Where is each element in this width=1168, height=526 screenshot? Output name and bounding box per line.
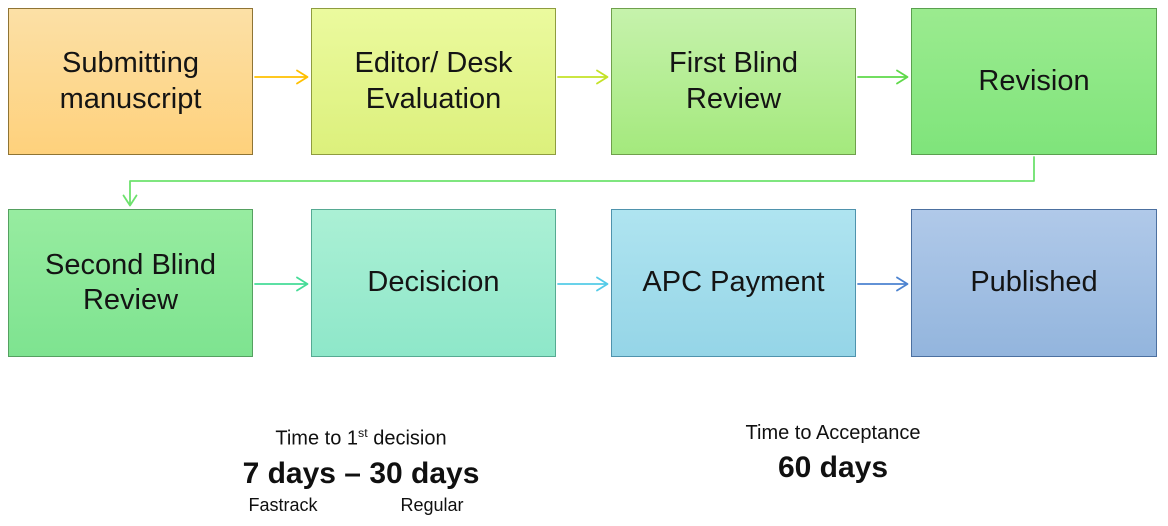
flow-step-label: Revision [978, 64, 1090, 97]
arrow-editor-to-first-review [557, 69, 609, 85]
flow-step-submitting-manuscript: Submitting manuscript [8, 8, 253, 155]
fastrack-label: Fastrack [248, 494, 318, 515]
flow-step-label: APC Payment [642, 266, 825, 299]
title-prefix: Time to 1 [275, 427, 359, 450]
arrow-second-review-to-decision [254, 276, 309, 292]
caption-time-to-acceptance: Time to Acceptance 60 days [650, 420, 1016, 520]
flow-step-published: Published [911, 209, 1157, 357]
flow-step-first-blind-review: First Blind Review [611, 8, 856, 155]
arrow-first-review-to-revision [857, 69, 909, 85]
arrow-revision-to-second-review [122, 156, 1035, 207]
acceptance-duration: 60 days [777, 451, 889, 484]
flow-step-second-blind-review: Second Blind Review [8, 209, 253, 357]
caption-time-to-first-decision: Time to 1st decision 7 days – 30 days Fa… [180, 420, 542, 520]
flow-step-label: Decisicion [367, 266, 500, 299]
regular-label: Regular [400, 494, 464, 515]
arrow-submitting-to-editor [254, 69, 309, 85]
flow-step-apc-payment: APC Payment [611, 209, 856, 357]
flow-step-editor-desk-evaluation: Editor/ Desk Evaluation [311, 8, 556, 155]
time-to-first-decision-title: Time to 1st decision [180, 420, 542, 452]
flow-step-label: Submitting manuscript [59, 47, 202, 115]
flow-step-label: First Blind Review [669, 47, 798, 115]
first-decision-duration: 7 days – 30 days [242, 456, 480, 490]
flow-step-revision: Revision [911, 8, 1157, 155]
time-to-acceptance-title: Time to Acceptance [745, 422, 921, 444]
title-suffix: decision [367, 427, 447, 450]
first-decision-sublabels: Fastrack Regular [180, 494, 542, 518]
flow-step-label: Published [970, 266, 1098, 299]
flow-step-label: Second Blind Review [45, 248, 216, 316]
flow-step-decision: Decisicion [311, 209, 556, 357]
flow-step-label: Editor/ Desk Evaluation [354, 47, 513, 115]
arrow-apc-to-published [857, 276, 909, 292]
arrow-decision-to-apc [557, 276, 609, 292]
title-ordinal-superscript: st [358, 426, 368, 440]
